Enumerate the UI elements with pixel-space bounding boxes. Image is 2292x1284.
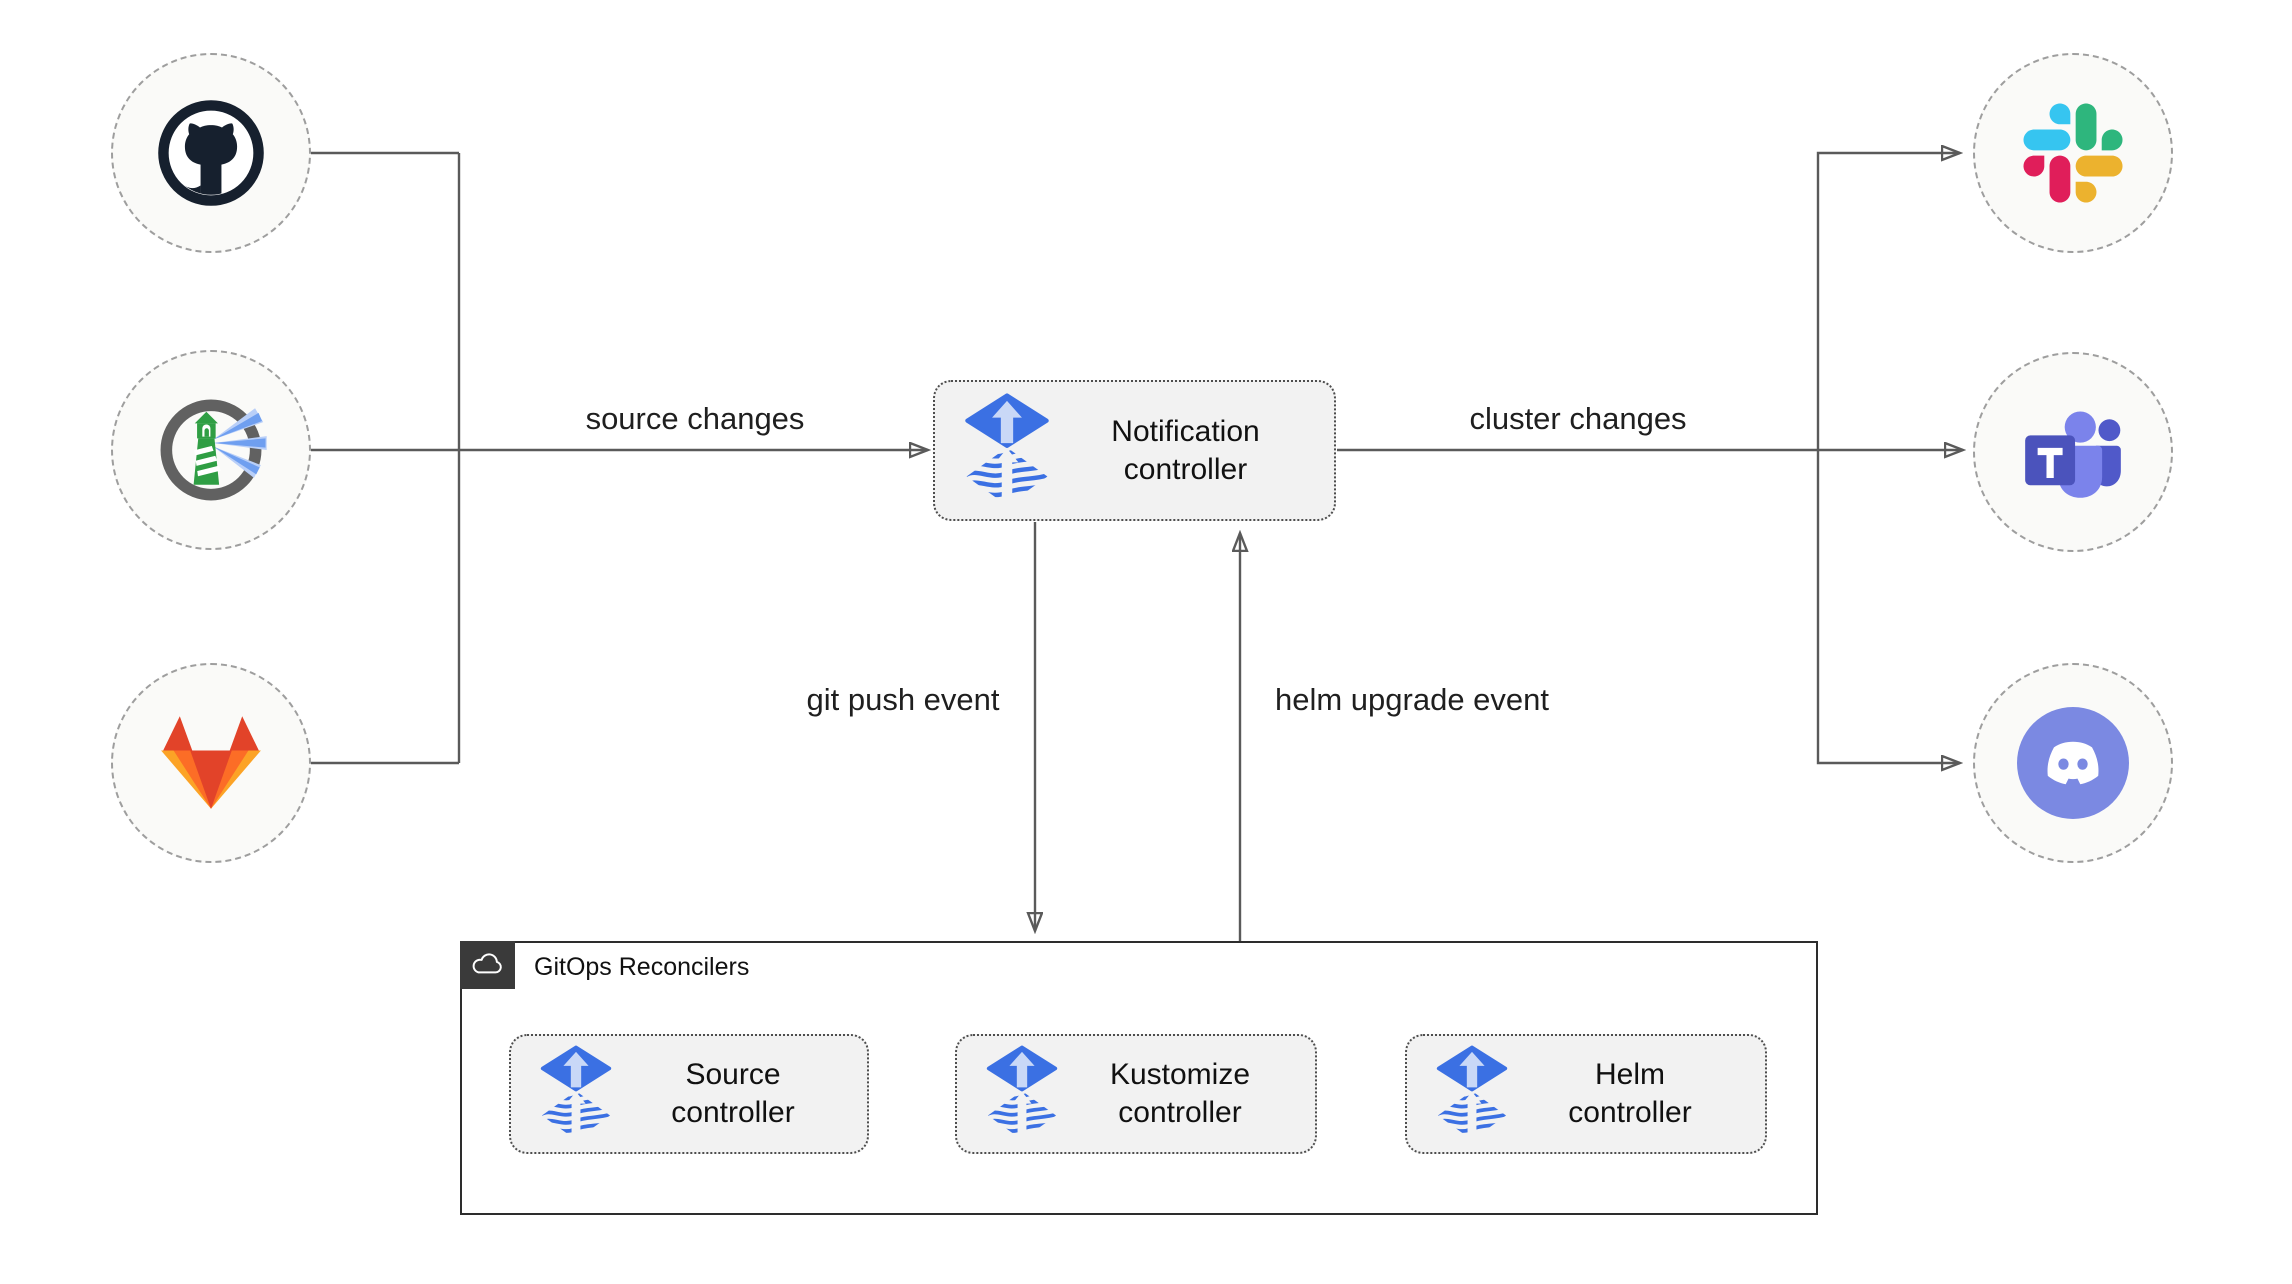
target-node-slack (1973, 53, 2173, 253)
group-badge (459, 940, 515, 989)
source-node-gitlab (111, 663, 311, 863)
edge-label-cluster-changes: cluster changes (1469, 401, 1687, 436)
edge-label-git-push-event: git push event (806, 682, 1000, 717)
kustomize-controller-node: Kustomize controller (955, 1034, 1317, 1154)
teams-icon (2021, 404, 2125, 500)
helm-controller-node: Helm controller (1405, 1034, 1767, 1154)
gitops-reconcilers-group: GitOps Reconcilers Source controller Kus… (459, 940, 1818, 1215)
kustomize-controller-label: Kustomize controller (1109, 1058, 1251, 1129)
target-node-teams (1973, 352, 2173, 552)
edge-label-helm-upgrade-event: helm upgrade event (1274, 682, 1550, 717)
discord-icon (2017, 707, 2129, 819)
edge-label-source-changes: source changes (585, 401, 805, 436)
group-title: GitOps Reconcilers (534, 953, 750, 981)
source-node-harbor (111, 350, 311, 550)
notification-controller-label: Notification controller (1111, 414, 1260, 486)
source-node-github (111, 53, 311, 253)
edge-sources-bracket (311, 151, 461, 765)
edge-cluster-changes-slack (1816, 153, 1960, 450)
source-controller-node: Source controller (509, 1034, 869, 1154)
helm-controller-label: Helm controller (1568, 1058, 1692, 1129)
target-node-discord (1973, 663, 2173, 863)
edge-cluster-changes-discord (1816, 450, 1960, 763)
flux-logo-icon (539, 1045, 613, 1143)
flux-logo-icon (985, 1045, 1059, 1143)
harbor-icon (153, 392, 269, 508)
flux-logo-icon (1435, 1045, 1509, 1143)
flux-logo-icon (963, 393, 1051, 509)
cloud-icon (469, 950, 505, 980)
slack-icon (2023, 103, 2123, 203)
gitlab-icon (159, 715, 263, 811)
notification-controller-node: Notification controller (933, 380, 1336, 521)
source-controller-label: Source controller (671, 1058, 795, 1129)
github-icon (153, 95, 269, 211)
